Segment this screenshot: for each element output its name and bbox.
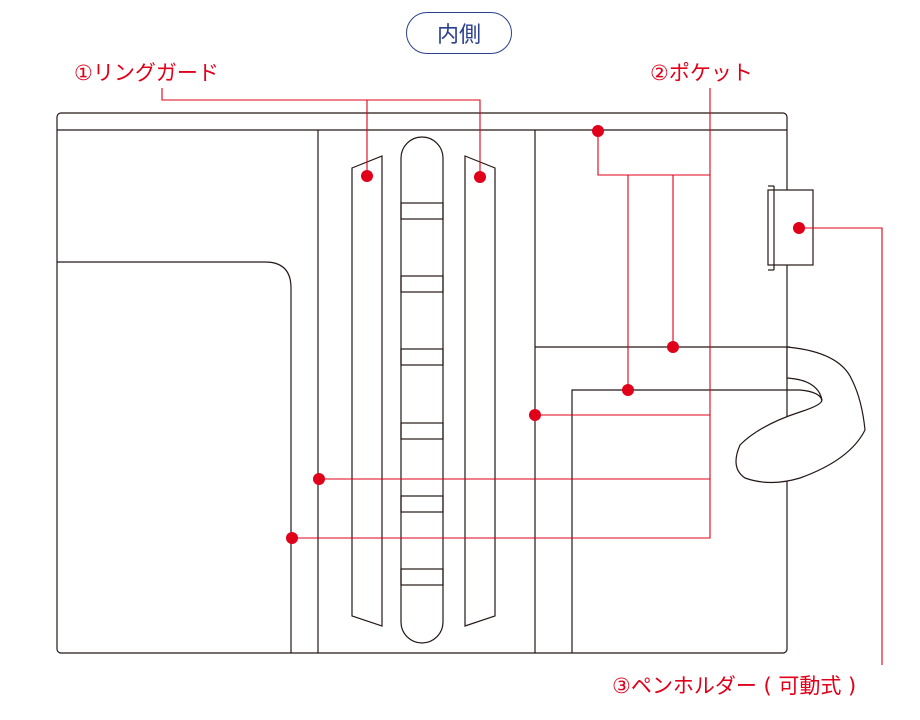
leader-lines [161,88,883,665]
ring-tabs [400,202,444,586]
ring-guard-left [351,155,383,627]
marker-dots [286,125,805,544]
pen-band [735,346,866,484]
label-ring-guard: ①リングガード [74,61,219,85]
label-pen-holder: ③ペンホルダー ( 可動式 ) [612,674,857,698]
ring-guard-right [464,155,496,627]
title-badge: 内側 [406,12,512,54]
title-text: 内側 [436,23,481,48]
left-pocket [57,261,292,653]
label-pocket: ②ポケット [650,61,753,85]
binder-outline [56,112,788,654]
ring-spine [400,136,444,644]
